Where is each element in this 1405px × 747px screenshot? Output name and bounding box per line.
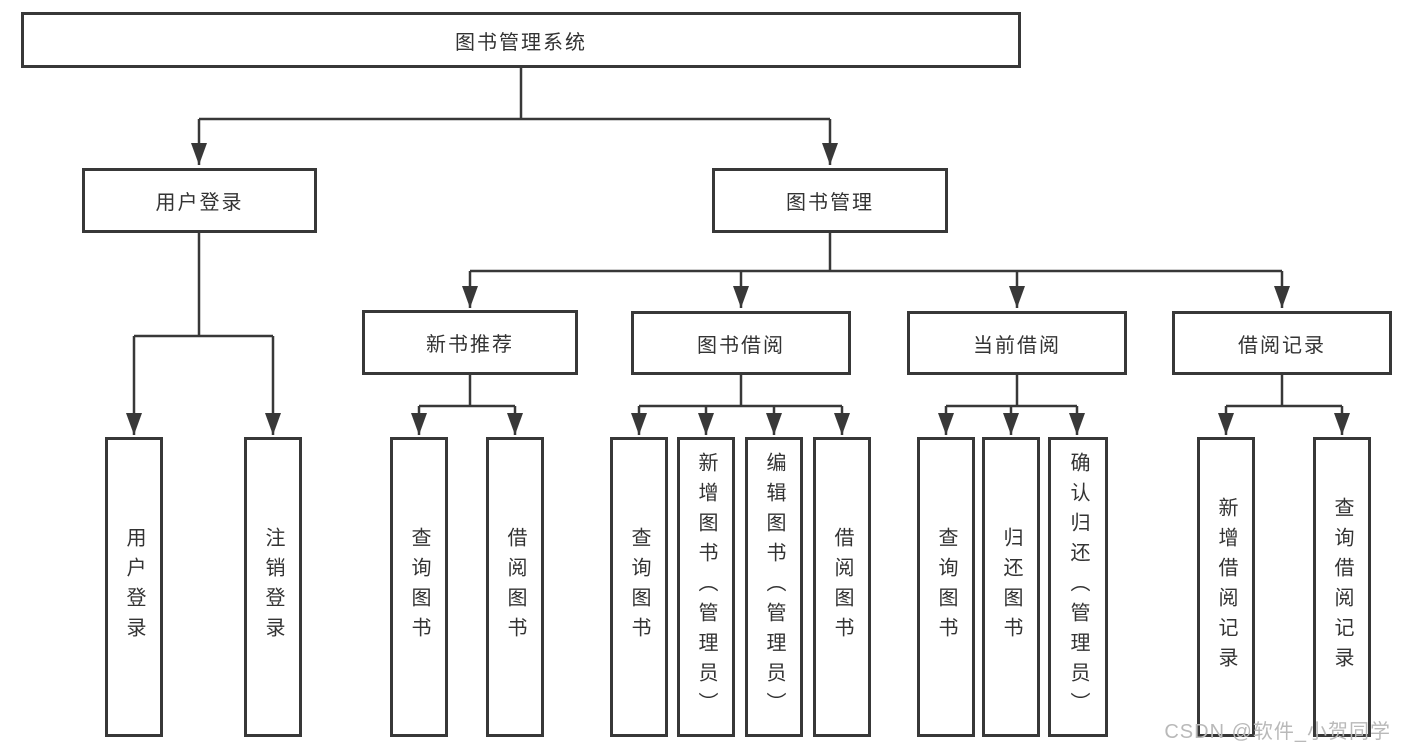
connector-user-login-to-leaves <box>126 233 281 435</box>
leaf-return-book: 归还图书 <box>982 437 1040 737</box>
leaf-add-borrow-record: 新增借阅记录 <box>1197 437 1255 737</box>
node-book-borrow: 图书借阅 <box>631 311 851 375</box>
leaf-label: 借阅图书 <box>504 527 526 647</box>
leaf-label: 借阅图书 <box>831 527 853 647</box>
leaf-query-borrow-record: 查询借阅记录 <box>1313 437 1371 737</box>
connector-root-to-branches <box>191 67 838 165</box>
leaf-label: 用户登录 <box>123 527 145 647</box>
leaf-query-book-current: 查询图书 <box>917 437 975 737</box>
node-new-book-recommend: 新书推荐 <box>362 310 578 375</box>
leaf-label: 注销登录 <box>262 527 284 647</box>
leaf-user-login: 用户登录 <box>105 437 163 737</box>
leaf-label: 新增图书（管理员） <box>695 452 717 722</box>
leaf-label: 编辑图书（管理员） <box>763 452 785 722</box>
csdn-watermark: CSDN @软件_小贺同学 <box>1164 721 1391 743</box>
connector-book-borrow-to-leaves <box>631 375 850 435</box>
node-current-borrow: 当前借阅 <box>907 311 1127 375</box>
connector-book-mgmt-to-modules <box>462 233 1290 308</box>
leaf-label: 查询图书 <box>408 527 430 647</box>
leaf-label: 归还图书 <box>1000 527 1022 647</box>
node-root-system: 图书管理系统 <box>21 12 1021 68</box>
leaf-query-book-recommend: 查询图书 <box>390 437 448 737</box>
leaf-label: 新增借阅记录 <box>1215 497 1237 677</box>
leaf-add-book-admin: 新增图书（管理员） <box>677 437 735 737</box>
node-user-login: 用户登录 <box>82 168 317 233</box>
connector-borrow-record-to-leaves <box>1218 375 1350 435</box>
node-borrow-record: 借阅记录 <box>1172 311 1392 375</box>
leaf-logout: 注销登录 <box>244 437 302 737</box>
leaf-query-book-borrow: 查询图书 <box>610 437 668 737</box>
leaf-borrow-book-recommend: 借阅图书 <box>486 437 544 737</box>
leaf-label: 确认归还（管理员） <box>1067 452 1089 722</box>
leaf-edit-book-admin: 编辑图书（管理员） <box>745 437 803 737</box>
connector-new-book-to-leaves <box>411 375 523 435</box>
leaf-confirm-return-admin: 确认归还（管理员） <box>1048 437 1108 737</box>
leaf-borrow-book: 借阅图书 <box>813 437 871 737</box>
leaf-label: 查询图书 <box>935 527 957 647</box>
node-book-management: 图书管理 <box>712 168 948 233</box>
leaf-label: 查询借阅记录 <box>1331 497 1353 677</box>
connector-current-borrow-to-leaves <box>938 375 1085 435</box>
leaf-label: 查询图书 <box>628 527 650 647</box>
